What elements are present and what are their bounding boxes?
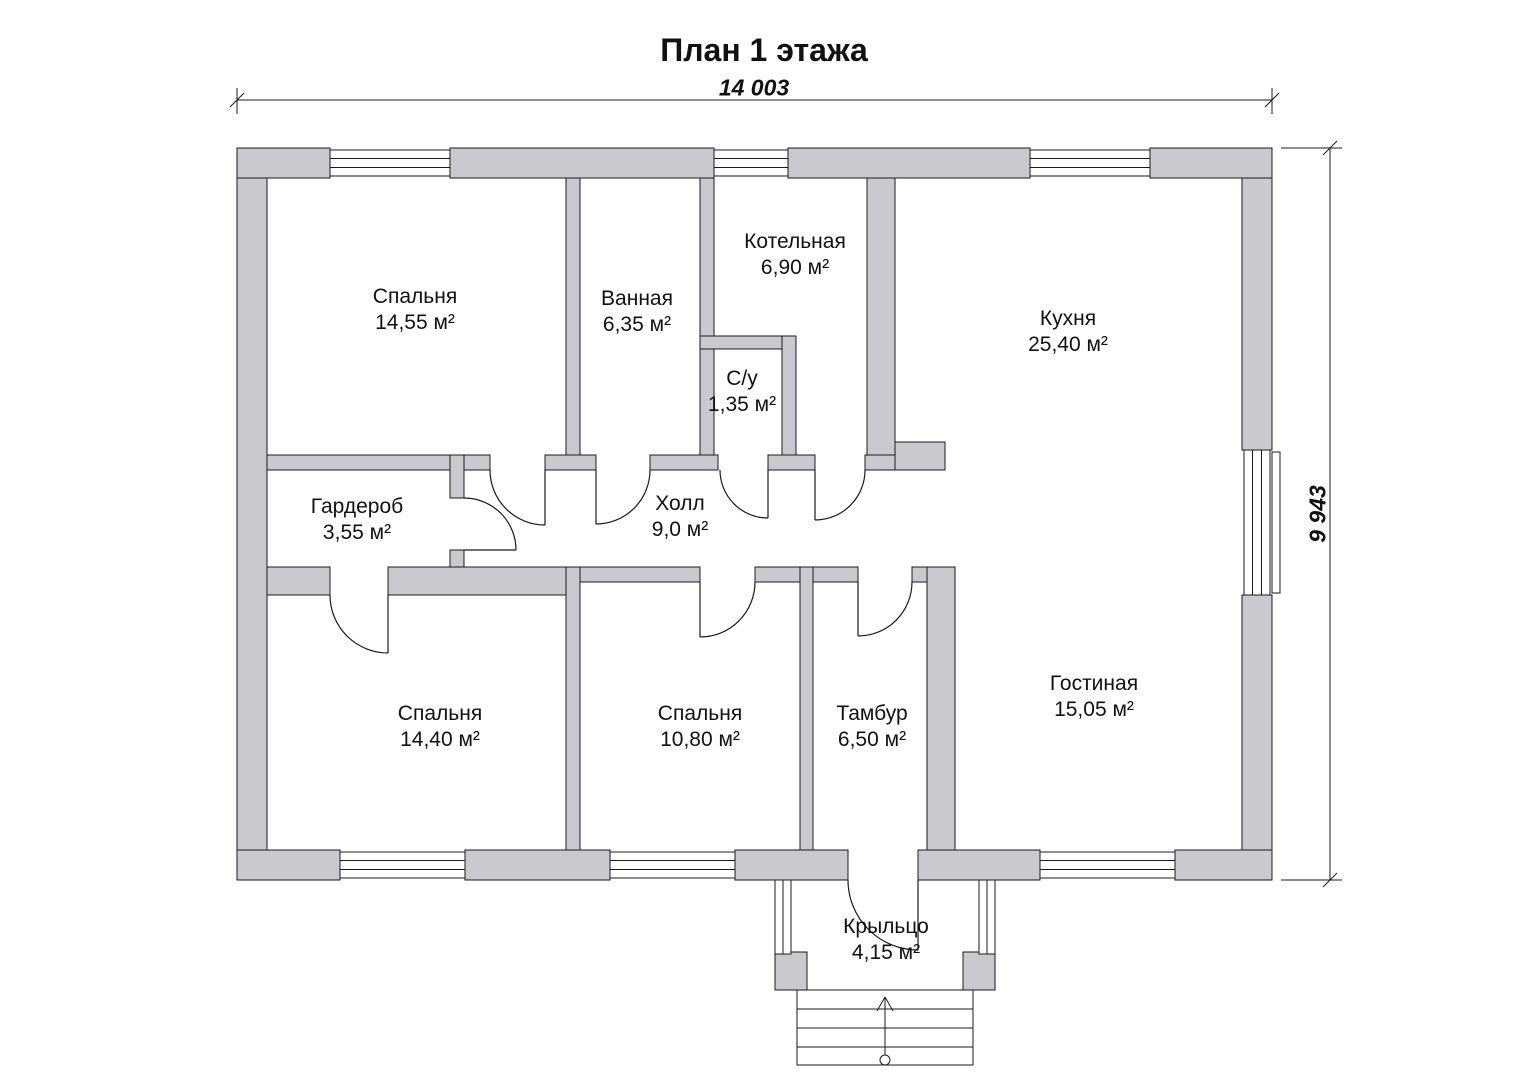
room-name: С/у (726, 366, 758, 390)
room-area: 3,55 м² (322, 521, 392, 544)
room-label-hall: Холл 9,0 м² (652, 491, 708, 544)
room-label-bedroom-bottom-center: Спальня 10,80 м² (658, 701, 742, 754)
room-area: 6,35 м² (602, 313, 672, 336)
room-label-porch: Крыльцо 4,15 м² (843, 914, 929, 967)
room-area: 25,40 м² (1028, 333, 1108, 356)
room-area: 15,05 м² (1054, 698, 1134, 721)
room-name: Гостиная (1049, 671, 1139, 695)
windows-layer (329, 149, 1281, 955)
room-name: Котельная (744, 229, 846, 253)
dimension-lines (229, 88, 1342, 888)
room-area: 10,80 м² (660, 728, 740, 751)
room-label-bedroom-top-left: Спальня 14,55 м² (373, 284, 457, 337)
room-name: Холл (655, 491, 705, 515)
dimension-width-label: 14 003 (718, 74, 790, 101)
room-area: 4,15 м² (851, 941, 921, 964)
room-name: Спальня (372, 284, 458, 308)
room-area: 9,0 м² (651, 518, 709, 541)
room-label-wc: С/у 1,35 м² (708, 366, 776, 419)
room-area: 1,35 м² (707, 393, 777, 416)
room-name: Тамбур (836, 701, 908, 725)
room-label-kitchen: Кухня 25,40 м² (1028, 306, 1108, 359)
room-label-wardrobe: Гардероб 3,55 м² (311, 494, 403, 547)
page-title: План 1 этажа (660, 32, 868, 68)
room-label-living-room: Гостиная 15,05 м² (1050, 671, 1138, 724)
room-name: Спальня (657, 701, 743, 725)
room-name: Гардероб (310, 494, 404, 518)
room-area: 6,50 м² (837, 728, 907, 751)
room-name: Ванная (601, 286, 673, 310)
room-area: 6,90 м² (760, 256, 830, 279)
room-area: 14,55 м² (375, 311, 455, 334)
doors-layer (329, 469, 919, 951)
room-label-bedroom-bottom-left: Спальня 14,40 м² (398, 701, 482, 754)
room-area: 14,40 м² (400, 728, 480, 751)
walls-layer (236, 147, 1273, 991)
room-name: Кухня (1039, 306, 1097, 330)
room-label-bathroom: Ванная 6,35 м² (601, 286, 673, 339)
porch-stairs (775, 989, 995, 1066)
room-label-vestibule: Тамбур 6,50 м² (836, 701, 907, 754)
room-label-boiler-room: Котельная 6,90 м² (744, 229, 846, 282)
room-name: Спальня (397, 701, 483, 725)
room-name: Крыльцо (843, 914, 929, 938)
